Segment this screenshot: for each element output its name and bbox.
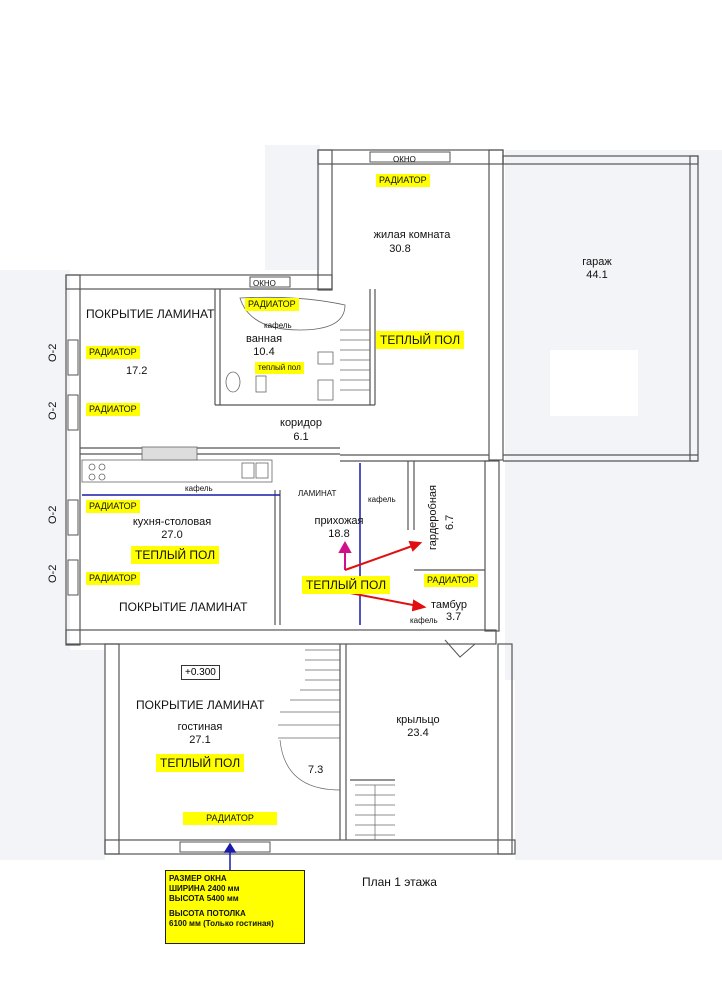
- note-line-4: ВЫСОТА ПОТОЛКА: [169, 909, 246, 918]
- plan-title: План 1 этажа: [362, 875, 437, 889]
- note-line-5: 6100 мм (Только гостиная): [169, 919, 274, 928]
- radiator-tag-vestibule: РАДИАТОР: [424, 574, 478, 587]
- kitchen-floor: ПОКРЫТИЕ ЛАМИНАТ: [119, 600, 248, 614]
- kitchen-area: 27.0: [161, 529, 183, 541]
- background-panel-left: [0, 270, 70, 650]
- window-mark-2: О-2: [47, 401, 59, 420]
- window-openings: [67, 151, 451, 853]
- heated-floor-tag-kitchen: ТЕПЛЫЙ ПОЛ: [131, 546, 220, 564]
- background-panel-top: [265, 145, 320, 270]
- window-mark-3: О-2: [47, 505, 59, 524]
- heated-floor-tag-bathroom: теплый пол: [255, 362, 304, 374]
- radiator-tag-bedroom: РАДИАТОР: [376, 174, 430, 187]
- background-panel-bottom: [0, 650, 105, 860]
- radiator-tag-room1: РАДИАТОР: [86, 346, 140, 359]
- corridor-name: коридор: [280, 417, 322, 429]
- window-mark-4: О-2: [47, 564, 59, 583]
- wardrobe-area: 6.7: [444, 514, 456, 530]
- living-name: гостиная: [177, 721, 223, 733]
- stairs-lower: [278, 649, 395, 840]
- vestibule-name: тамбур: [431, 599, 468, 611]
- blue-lines: [82, 463, 361, 870]
- heated-floor-tag-hall: ТЕПЛЫЙ ПОЛ: [302, 576, 391, 594]
- radiator-tag-living: РАДИАТОР: [183, 812, 277, 825]
- radiator-tag-kitchen1: РАДИАТОР: [86, 500, 140, 513]
- bathroom-tile: кафель: [264, 321, 292, 330]
- heated-floor-tag-living: ТЕПЛЫЙ ПОЛ: [156, 754, 245, 772]
- porch-area: 23.4: [407, 727, 429, 739]
- bathroom-fixtures: [225, 296, 346, 401]
- window-mark-1: О-2: [47, 343, 59, 362]
- window-note: РАЗМЕР ОКНА ШИРИНА 2400 мм ВЫСОТА 5400 м…: [165, 870, 305, 944]
- left-room-area: 17.2: [126, 365, 148, 377]
- walls: [65, 149, 699, 855]
- left-room-floor: ПОКРЫТИЕ ЛАМИНАТ: [86, 307, 215, 321]
- radiator-tag-kitchen2: РАДИАТОР: [86, 572, 140, 585]
- bedroom-name: жилая комната: [373, 229, 451, 241]
- bathroom-area: 10.4: [253, 346, 275, 358]
- heated-floor-tag-bedroom: ТЕПЛЫЙ ПОЛ: [376, 331, 465, 349]
- hall-tile: кафель: [368, 495, 396, 504]
- porch-name: крыльцо: [396, 714, 440, 726]
- garage-name: гараж: [582, 256, 612, 268]
- note-line-3: ВЫСОТА 5400 мм: [169, 894, 239, 903]
- hall-area: 18.8: [328, 528, 350, 540]
- vestibule-tile: кафель: [410, 616, 438, 625]
- vestibule-area: 3.7: [446, 611, 462, 623]
- hall-name: прихожая: [314, 515, 364, 527]
- hall-floor: ЛАМИНАТ: [298, 489, 337, 498]
- stair-area: 7.3: [308, 764, 324, 776]
- garage-area: 44.1: [586, 269, 608, 281]
- kitchen-counter: [81, 446, 273, 483]
- radiator-tag-room2: РАДИАТОР: [86, 403, 140, 416]
- window-label-bathroom: ОКНО: [253, 279, 276, 288]
- wardrobe-name: гардеробная: [427, 485, 439, 550]
- stairs-upper: [340, 329, 370, 391]
- vestibule-door: [444, 639, 476, 658]
- window-label-top: ОКНО: [393, 155, 416, 164]
- background-panel-bottom-right: [515, 640, 722, 860]
- bathroom-name: ванная: [245, 333, 283, 345]
- white-cutout: [550, 350, 638, 416]
- living-floor: ПОКРЫТИЕ ЛАМИНАТ: [136, 698, 265, 712]
- bedroom-area: 30.8: [389, 243, 411, 255]
- corridor-area: 6.1: [293, 431, 309, 443]
- living-area: 27.1: [189, 734, 211, 746]
- kitchen-name: кухня-столовая: [132, 516, 212, 528]
- arrows: [338, 540, 427, 612]
- note-line-2: ШИРИНА 2400 мм: [169, 884, 240, 893]
- note-line-1: РАЗМЕР ОКНА: [169, 874, 227, 883]
- level-mark: +0.300: [181, 665, 220, 680]
- radiator-tag-bathroom: РАДИАТОР: [245, 298, 299, 311]
- kitchen-tile: кафель: [185, 484, 213, 493]
